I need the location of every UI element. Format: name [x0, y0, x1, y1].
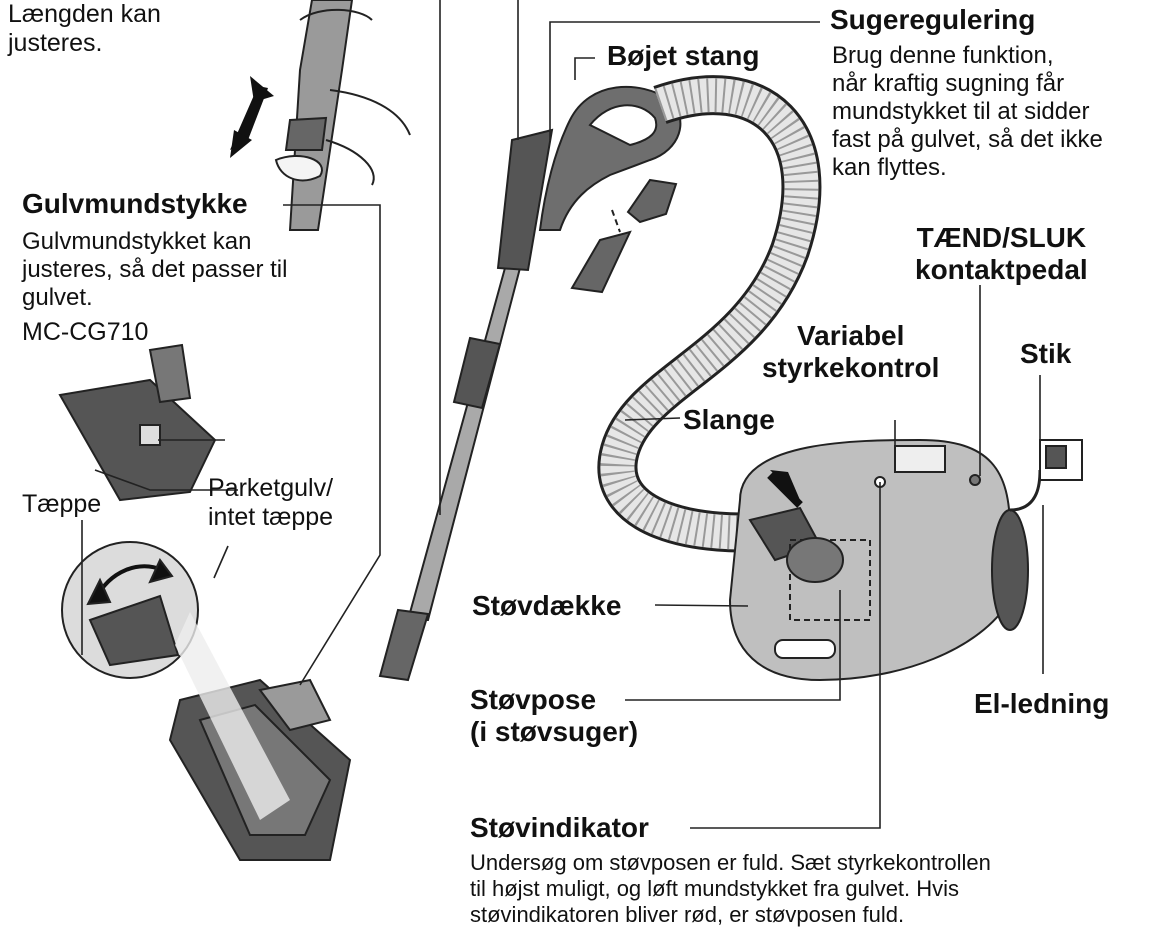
- hard-floor-label: Parketgulv/ intet tæppe: [208, 474, 334, 531]
- wall-socket-icon: [1039, 439, 1083, 481]
- plug-label: Stik: [1020, 338, 1072, 369]
- bent-pipe-label: Bøjet stang: [607, 40, 760, 71]
- bent-handle: [538, 85, 682, 231]
- dust-cover-label: Støvdække: [472, 590, 622, 621]
- insert-arrow-icon: [767, 470, 803, 508]
- power-control-label: Variabel styrkekontrol: [762, 320, 940, 383]
- vacuum-diagram: [58, 0, 1083, 861]
- length-note: Længden kan justeres.: [8, 0, 161, 57]
- floor-nozzle-label: Gulvmundstykke: [22, 188, 248, 219]
- power-cord: [1009, 469, 1042, 512]
- leader-lines: [81, 0, 1044, 829]
- dust-bag-label: Støvpose (i støvsuger): [470, 684, 639, 747]
- accessory-nozzles: [570, 178, 678, 294]
- wand-pipe: [378, 128, 554, 682]
- adjust-arrow-icon: [230, 76, 274, 158]
- zoom-beam: [175, 612, 290, 820]
- carpet-label: Tæppe: [22, 490, 102, 518]
- zoom-circle: [61, 541, 199, 679]
- hose-label: Slange: [683, 404, 775, 435]
- telescopic-tube-illustration: [274, 0, 411, 231]
- dust-indicator-desc: Undersøg om støvposen er fuld. Sæt styrk…: [470, 850, 991, 927]
- dust-indicator-label: Støvindikator: [470, 812, 649, 843]
- floor-nozzle-desc: Gulvmundstykket kan justeres, så det pas…: [22, 228, 288, 311]
- model-nozzle: [58, 343, 217, 502]
- hose: [597, 75, 822, 553]
- cord-label: El-ledning: [974, 688, 1110, 719]
- model-label: MC-CG710: [22, 318, 149, 346]
- onoff-pedal-label: TÆND/SLUK kontaktpedal: [915, 222, 1088, 285]
- suction-regulator-desc: Brug denne funktion, når kraftig sugning…: [832, 42, 1103, 181]
- suction-regulator-label: Sugeregulering: [830, 4, 1036, 35]
